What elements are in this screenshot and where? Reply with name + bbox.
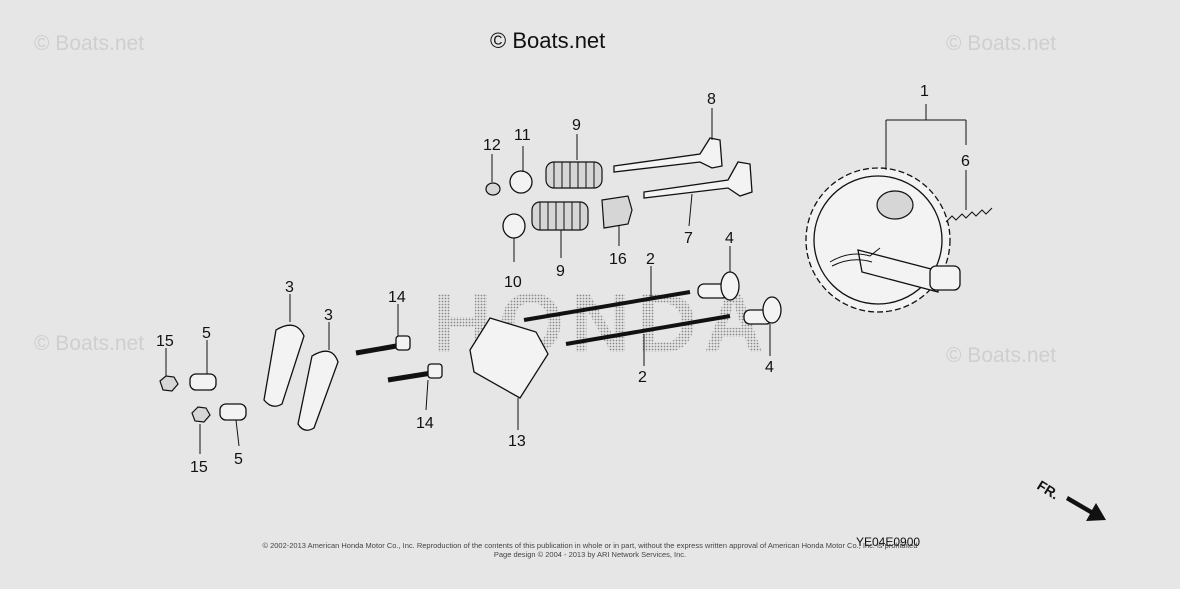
direction-label: FR. xyxy=(1034,477,1062,503)
watermark-tile: © Boats.net xyxy=(34,32,144,55)
callout-14-upper: 14 xyxy=(388,289,406,306)
footer-copyright: © 2002-2013 American Honda Motor Co., In… xyxy=(262,541,917,550)
callout-3-left: 3 xyxy=(285,279,294,296)
watermark-group: © Boats.net © Boats.net © Boats.net © Bo… xyxy=(34,32,1056,367)
front-direction-indicator: FR. xyxy=(1034,477,1106,521)
callout-2-lower: 2 xyxy=(638,369,647,386)
copyright-title: © Boats.net xyxy=(490,28,605,53)
callout-14-lower: 14 xyxy=(416,415,434,432)
valve-lifter-lower xyxy=(743,296,782,325)
lock-nut-lower xyxy=(191,406,211,423)
callout-13: 13 xyxy=(508,433,526,450)
arrow-icon xyxy=(1066,496,1106,521)
valve-lifter-upper xyxy=(697,271,740,301)
callout-1: 1 xyxy=(920,83,929,100)
callout-8: 8 xyxy=(707,91,716,108)
callout-12: 12 xyxy=(483,137,501,154)
callout-7: 7 xyxy=(684,230,693,247)
watermark-tile: © Boats.net xyxy=(946,32,1056,55)
valve-spring-upper xyxy=(545,161,603,189)
valve-spring-lower xyxy=(531,201,589,231)
pivot-adjusting-nut-lower xyxy=(219,403,247,421)
callout-15-upper: 15 xyxy=(156,333,174,350)
callout-16: 16 xyxy=(609,251,627,268)
callout-2-upper: 2 xyxy=(646,251,655,268)
rocker-arm-pivot-bolt-upper xyxy=(355,335,411,356)
push-rod-guide-plate xyxy=(469,317,549,399)
callout-3-right: 3 xyxy=(324,307,333,324)
callout-11: 11 xyxy=(514,127,531,144)
push-rod-upper xyxy=(523,290,691,322)
callout-labels: 1 6 8 7 9 9 11 12 10 16 2 2 4 4 13 14 14… xyxy=(156,83,970,476)
leader-lines xyxy=(165,104,967,454)
rocker-arm-right xyxy=(297,350,339,431)
valve-retainer-lower xyxy=(502,213,526,239)
valve-cotter xyxy=(485,182,501,196)
valve-retainer-upper xyxy=(509,170,533,194)
camshaft-gear xyxy=(805,167,961,313)
intake-valve xyxy=(613,137,723,173)
callout-4-lower: 4 xyxy=(765,359,774,376)
push-rod-lower xyxy=(565,314,731,346)
rocker-arm-pivot-bolt-lower xyxy=(387,363,443,383)
diagram-code: YE04E0900 xyxy=(856,535,920,549)
rocker-arm-left xyxy=(263,324,305,407)
watermark-tile: © Boats.net xyxy=(946,344,1056,367)
exhaust-valve xyxy=(643,161,753,199)
watermark-tile: © Boats.net xyxy=(34,332,144,355)
callout-9-lower: 9 xyxy=(556,263,565,280)
callout-15-lower: 15 xyxy=(190,459,208,476)
callout-10: 10 xyxy=(504,274,522,291)
callout-5-upper: 5 xyxy=(202,325,211,342)
callout-4-upper: 4 xyxy=(725,230,734,247)
pivot-adjusting-nut-upper xyxy=(189,373,217,391)
callout-5-lower: 5 xyxy=(234,451,243,468)
decompressor-spring xyxy=(945,207,993,223)
valve-stem-seal xyxy=(601,195,633,229)
footer-page-design: Page design © 2004 - 2013 by ARI Network… xyxy=(494,550,686,559)
lock-nut-upper xyxy=(159,375,179,392)
callout-9-upper: 9 xyxy=(572,117,581,134)
callout-6: 6 xyxy=(961,153,970,170)
